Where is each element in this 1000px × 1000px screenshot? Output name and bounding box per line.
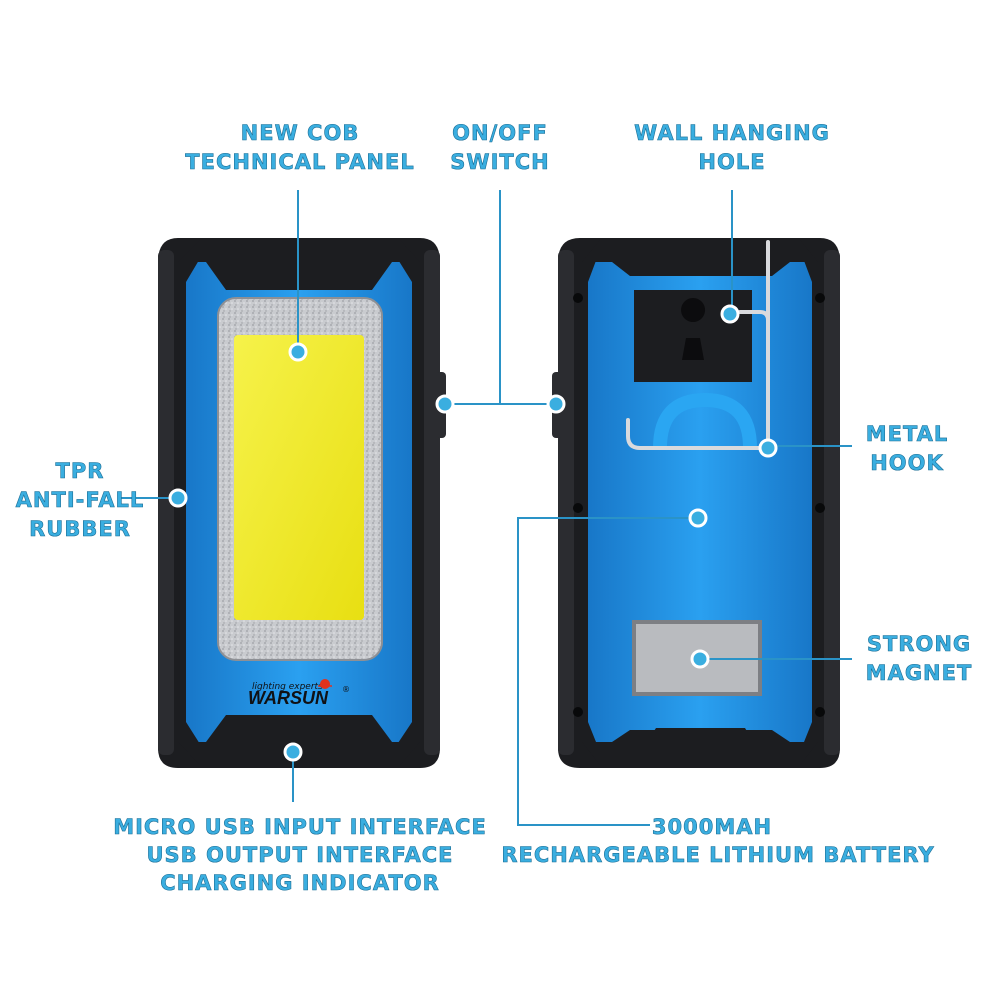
label-rubber-line1: TPR bbox=[56, 459, 105, 483]
screw-hole bbox=[815, 293, 825, 303]
screw-hole bbox=[815, 707, 825, 717]
callout-dot-metal-hook bbox=[758, 438, 778, 458]
back-worklight bbox=[552, 238, 840, 768]
brand-sun-icon bbox=[318, 679, 332, 689]
label-switch-line1: ON/OFF bbox=[452, 121, 548, 145]
label-hole-line2: HOLE bbox=[698, 150, 765, 174]
callout-dot-usb bbox=[283, 742, 303, 762]
callout-dot-switch-front bbox=[435, 394, 455, 414]
back-rubber-edge-left bbox=[558, 250, 574, 755]
label-hook-line2: HOOK bbox=[870, 451, 944, 475]
cob-panel bbox=[234, 335, 364, 620]
hanging-hole bbox=[681, 298, 706, 360]
brand-registered-mark: ® bbox=[342, 685, 350, 694]
callout-dot-magnet bbox=[690, 649, 710, 669]
callout-dot-battery bbox=[688, 508, 708, 528]
label-magnet-line2: MAGNET bbox=[866, 661, 973, 685]
screw-hole bbox=[573, 503, 583, 513]
callout-dots bbox=[168, 304, 778, 762]
label-battery-line1: 3000MAH bbox=[652, 815, 772, 839]
label-hole-line1: WALL HANGING bbox=[634, 121, 830, 145]
front-bottom-bumper bbox=[178, 715, 420, 765]
label-cob-line1: NEW COB bbox=[241, 121, 360, 145]
back-rubber-edge-right bbox=[824, 250, 840, 755]
back-top-bumper bbox=[582, 240, 818, 276]
callout-dot-cob bbox=[288, 342, 308, 362]
front-worklight: lighting experts WARSUN ® bbox=[158, 238, 446, 768]
front-rubber-edge-left bbox=[158, 250, 174, 755]
callout-dot-switch-back bbox=[546, 394, 566, 414]
callout-dot-rubber bbox=[168, 488, 188, 508]
label-usb-line1: MICRO USB INPUT INTERFACE bbox=[113, 815, 487, 839]
hook-ring bbox=[653, 392, 757, 449]
label-switch-line2: SWITCH bbox=[450, 150, 549, 174]
label-hook-line1: METAL bbox=[866, 422, 949, 446]
back-bottom-bumper bbox=[582, 730, 818, 765]
label-usb-line3: CHARGING INDICATOR bbox=[160, 871, 440, 895]
label-battery-line2: RECHARGEABLE LITHIUM BATTERY bbox=[501, 843, 934, 867]
label-rubber-line3: RUBBER bbox=[29, 517, 131, 541]
front-rubber-edge-right bbox=[424, 250, 440, 755]
label-magnet-line1: STRONG bbox=[867, 632, 971, 656]
screw-hole bbox=[815, 503, 825, 513]
screw-hole bbox=[573, 707, 583, 717]
label-rubber-line2: ANTI-FALL bbox=[16, 488, 145, 512]
callout-labels: NEW COB TECHNICAL PANEL ON/OFF SWITCH WA… bbox=[15, 121, 973, 896]
screw-hole bbox=[573, 293, 583, 303]
label-cob-line2: TECHNICAL PANEL bbox=[185, 150, 414, 174]
metal-hook-wire bbox=[626, 240, 770, 450]
label-usb-line2: USB OUTPUT INTERFACE bbox=[147, 843, 454, 867]
brand-name: WARSUN bbox=[248, 688, 329, 708]
leader-lines bbox=[120, 190, 852, 826]
brand-tagline: lighting experts bbox=[252, 682, 323, 692]
callout-dot-hanging-hole bbox=[720, 304, 740, 324]
